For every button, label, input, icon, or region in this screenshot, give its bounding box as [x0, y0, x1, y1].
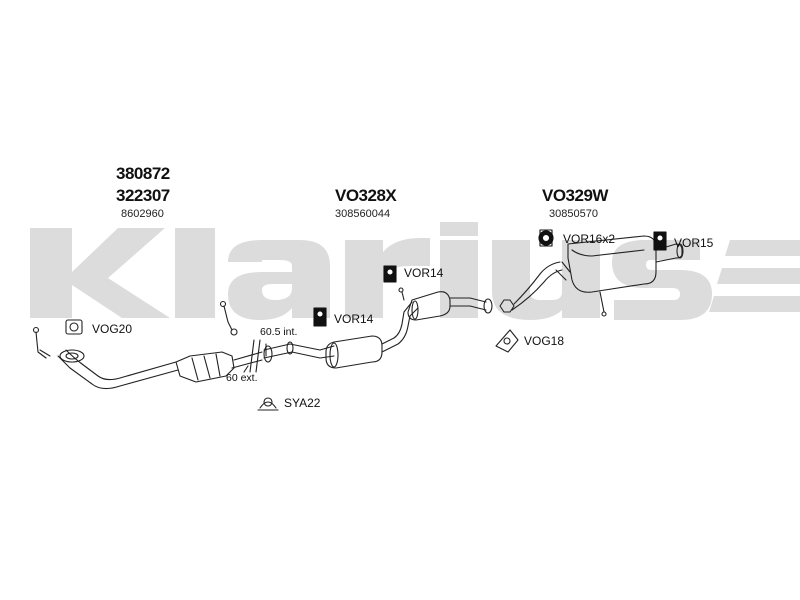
middle-oem-number: 308560044 — [335, 208, 391, 220]
twin-mount-icon — [538, 229, 554, 247]
middle-part-number: VO328X — [335, 186, 397, 205]
middle-section — [263, 287, 493, 369]
fitting-label-vor16: VOR16x2 — [563, 232, 616, 246]
front-part-number-1: 380872 — [116, 164, 170, 183]
rubber-mount-icon — [383, 265, 397, 283]
rubber-mount-icon — [313, 307, 327, 327]
fitting-label-vog20: VOG20 — [92, 322, 133, 336]
front-oem-number: 8602960 — [121, 208, 164, 220]
flange-gasket-icon — [65, 319, 83, 335]
rear-section — [499, 235, 684, 317]
flange-gasket-icon — [495, 329, 519, 353]
front-part-number-2: 322307 — [116, 186, 170, 205]
fitting-label-sya22: SYA22 — [284, 396, 321, 410]
rubber-mount-icon — [653, 231, 667, 251]
catalytic-converter — [175, 300, 263, 383]
fitting-label-vor14-upper: VOR14 — [404, 266, 444, 280]
fitting-label-vog18: VOG18 — [524, 334, 565, 348]
front-downpipe — [32, 326, 179, 390]
rear-oem-number: 30850570 — [549, 208, 598, 220]
rear-part-number: VO329W — [542, 186, 608, 205]
fitting-label-vor15: VOR15 — [674, 236, 714, 250]
internal-diameter-note: 60.5 int. — [260, 326, 298, 338]
fitting-label-vor14-lower: VOR14 — [334, 312, 374, 326]
exhaust-bracket-icon — [257, 397, 279, 411]
external-diameter-note: 60 ext. — [226, 372, 258, 384]
